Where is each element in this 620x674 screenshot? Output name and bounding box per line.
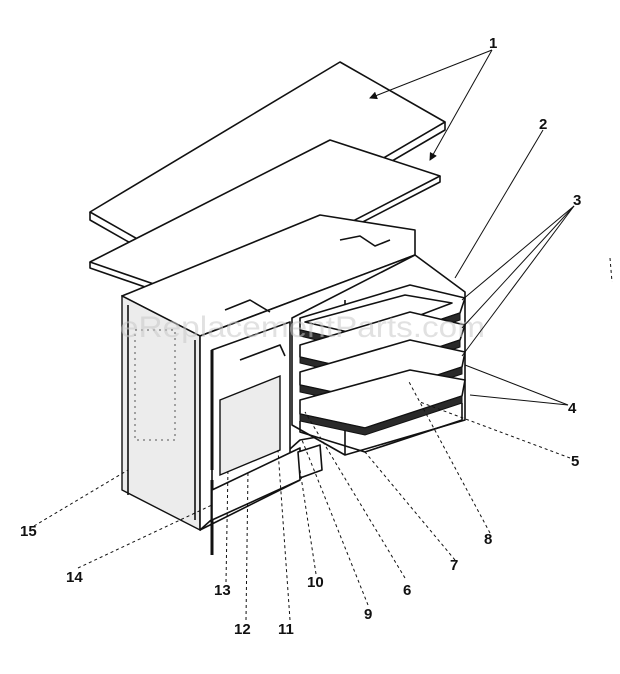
callout-12: 12 (234, 621, 251, 638)
watermark-text: eReplacementParts.com (120, 311, 485, 344)
drawer-bottom (299, 369, 466, 453)
base-parts (199, 444, 323, 531)
callout-7: 7 (450, 557, 458, 574)
callout-6: 6 (403, 582, 411, 599)
callout-1: 1 (489, 35, 497, 52)
callout-11: 11 (278, 621, 294, 638)
left-compartment (210, 320, 296, 555)
callout-2: 2 (539, 116, 547, 133)
callout-14: 14 (66, 569, 83, 586)
callout-10: 10 (307, 574, 324, 591)
callout-8-right: 8 (484, 531, 492, 548)
callout-4: 4 (568, 400, 577, 417)
callout-5: 5 (571, 453, 579, 470)
leader-lines (33, 49, 613, 621)
callout-13: 13 (214, 582, 231, 599)
callout-9: 9 (364, 606, 372, 623)
callout-numbers: 1 2 3 4 5 8 7 6 9 10 11 12 13 14 15 (20, 35, 581, 638)
callout-15: 15 (20, 523, 37, 540)
callout-3: 3 (573, 192, 581, 209)
